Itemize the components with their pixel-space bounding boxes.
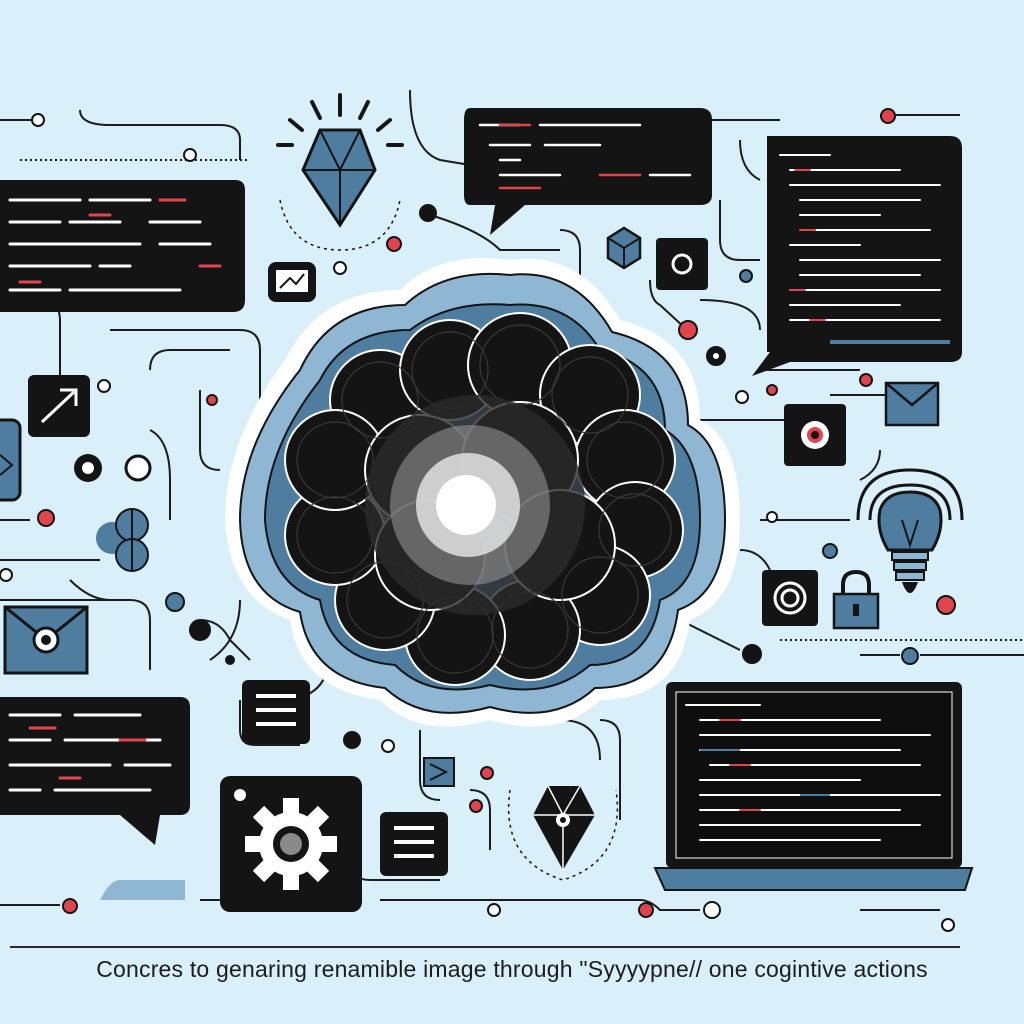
caption-divider	[10, 946, 960, 948]
code-window-right	[752, 136, 962, 376]
document-icon-2	[380, 812, 448, 876]
speech-bubble-left	[0, 697, 190, 900]
red-nodes	[37, 108, 956, 918]
chart-tile-icon	[268, 262, 316, 302]
play-icon	[423, 757, 455, 787]
nodes	[0, 113, 955, 932]
speech-bubble-top	[464, 108, 712, 235]
laptop-icon	[653, 682, 974, 891]
cube-icon	[606, 226, 642, 270]
gem-icon	[276, 93, 404, 251]
camera-icon	[784, 404, 846, 466]
target-icon-2	[762, 570, 818, 626]
document-icon	[242, 680, 310, 744]
brain-cloud-icon	[225, 258, 740, 727]
caption-text: Concres to genaring renamible image thro…	[96, 956, 928, 982]
phone-icon	[0, 418, 22, 502]
envelope-icon-2	[884, 381, 940, 427]
code-window-left	[0, 180, 245, 312]
padlock-icon	[832, 569, 880, 630]
target-icon	[656, 238, 708, 290]
gear-icon	[220, 776, 362, 912]
lightbulb-icon	[856, 468, 964, 593]
arrow-icon	[28, 375, 90, 437]
network-icon	[74, 454, 152, 572]
envelope-icon	[3, 605, 89, 675]
crystal-icon	[507, 785, 619, 881]
